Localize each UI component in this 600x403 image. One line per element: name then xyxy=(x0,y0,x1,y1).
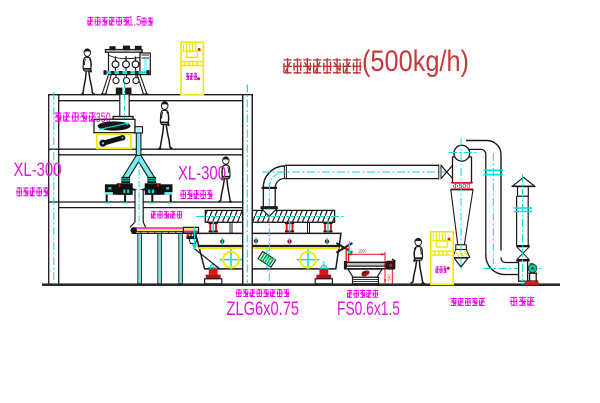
svg-text:540: 540 xyxy=(387,274,392,281)
svg-text:FS0.6x1.5: FS0.6x1.5 xyxy=(337,298,400,320)
svg-text:ZLG6x0.75: ZLG6x0.75 xyxy=(227,298,300,320)
svg-text:350: 350 xyxy=(96,110,111,125)
svg-text:XL-300: XL-300 xyxy=(14,159,62,181)
svg-text:(500kg/h): (500kg/h) xyxy=(362,45,469,78)
svg-text:Φ500: Φ500 xyxy=(453,184,471,190)
svg-text:1.5: 1.5 xyxy=(128,14,141,29)
svg-text:1500: 1500 xyxy=(358,249,367,254)
svg-text:XL-300: XL-300 xyxy=(178,163,226,185)
